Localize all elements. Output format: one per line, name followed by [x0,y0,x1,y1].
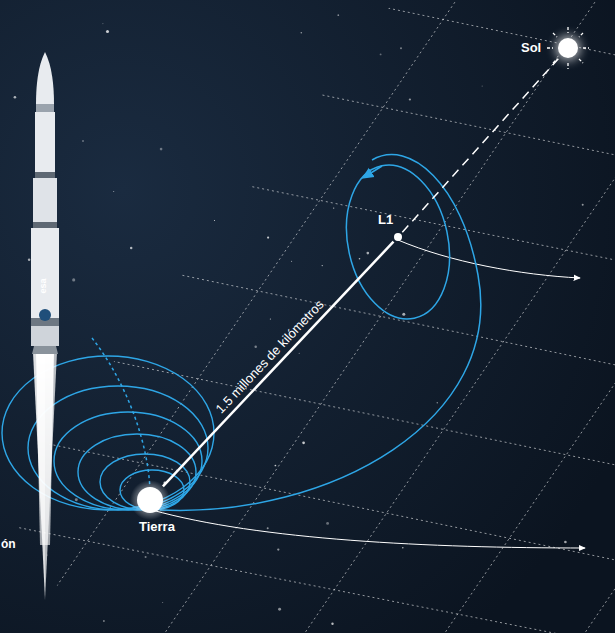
star [267,527,269,529]
star [359,258,361,260]
earth-body: Tierra [137,487,163,513]
star [331,623,333,625]
star [278,608,281,611]
star [162,602,163,603]
star [145,556,147,558]
star [14,96,17,99]
star [103,620,105,622]
body-label: L1 [378,213,393,227]
motion-arrow [398,240,580,278]
star [302,441,305,444]
connector-line [163,242,394,487]
star [300,32,302,34]
star [482,85,483,86]
star [437,402,439,404]
star [270,318,271,319]
star [366,252,369,255]
esa-logo: esa [39,278,49,293]
star [380,53,382,55]
star [326,522,329,525]
star [582,204,584,206]
star [409,98,411,100]
orbit-direction-arrow [366,166,382,176]
star [400,47,402,49]
star [72,278,75,281]
star [254,345,256,347]
cropped-label: ón [1,538,16,551]
star [28,258,31,261]
star [106,30,109,33]
launch-trajectory [92,338,150,490]
star [75,498,78,501]
star [333,207,334,208]
transfer-trajectory [160,155,481,511]
phasing-orbits [2,356,214,510]
star [402,547,404,549]
star [277,548,279,550]
star [113,191,114,192]
motion-arrow [152,510,585,548]
star [299,353,300,354]
star [82,140,84,142]
star [322,265,323,266]
distance-line [163,242,394,487]
star [337,14,339,16]
star [160,148,163,151]
distance-label: 1.5 millones de kilómetros [213,297,326,416]
halo-orbit [333,155,463,328]
sun-body: Sol [558,38,578,58]
star [275,465,277,467]
star [402,313,405,316]
star [102,23,103,24]
star [291,261,292,262]
star [564,541,567,544]
sun-rays [547,27,589,69]
stars [14,14,584,625]
star [214,220,215,221]
rocket [31,52,59,600]
l1-point: L1 [394,233,402,241]
body-label: Sol [521,41,541,55]
star [267,237,269,239]
body-label: Tierra [139,520,175,534]
connector-line [402,59,558,233]
star [130,247,133,250]
sun-line [402,59,558,233]
